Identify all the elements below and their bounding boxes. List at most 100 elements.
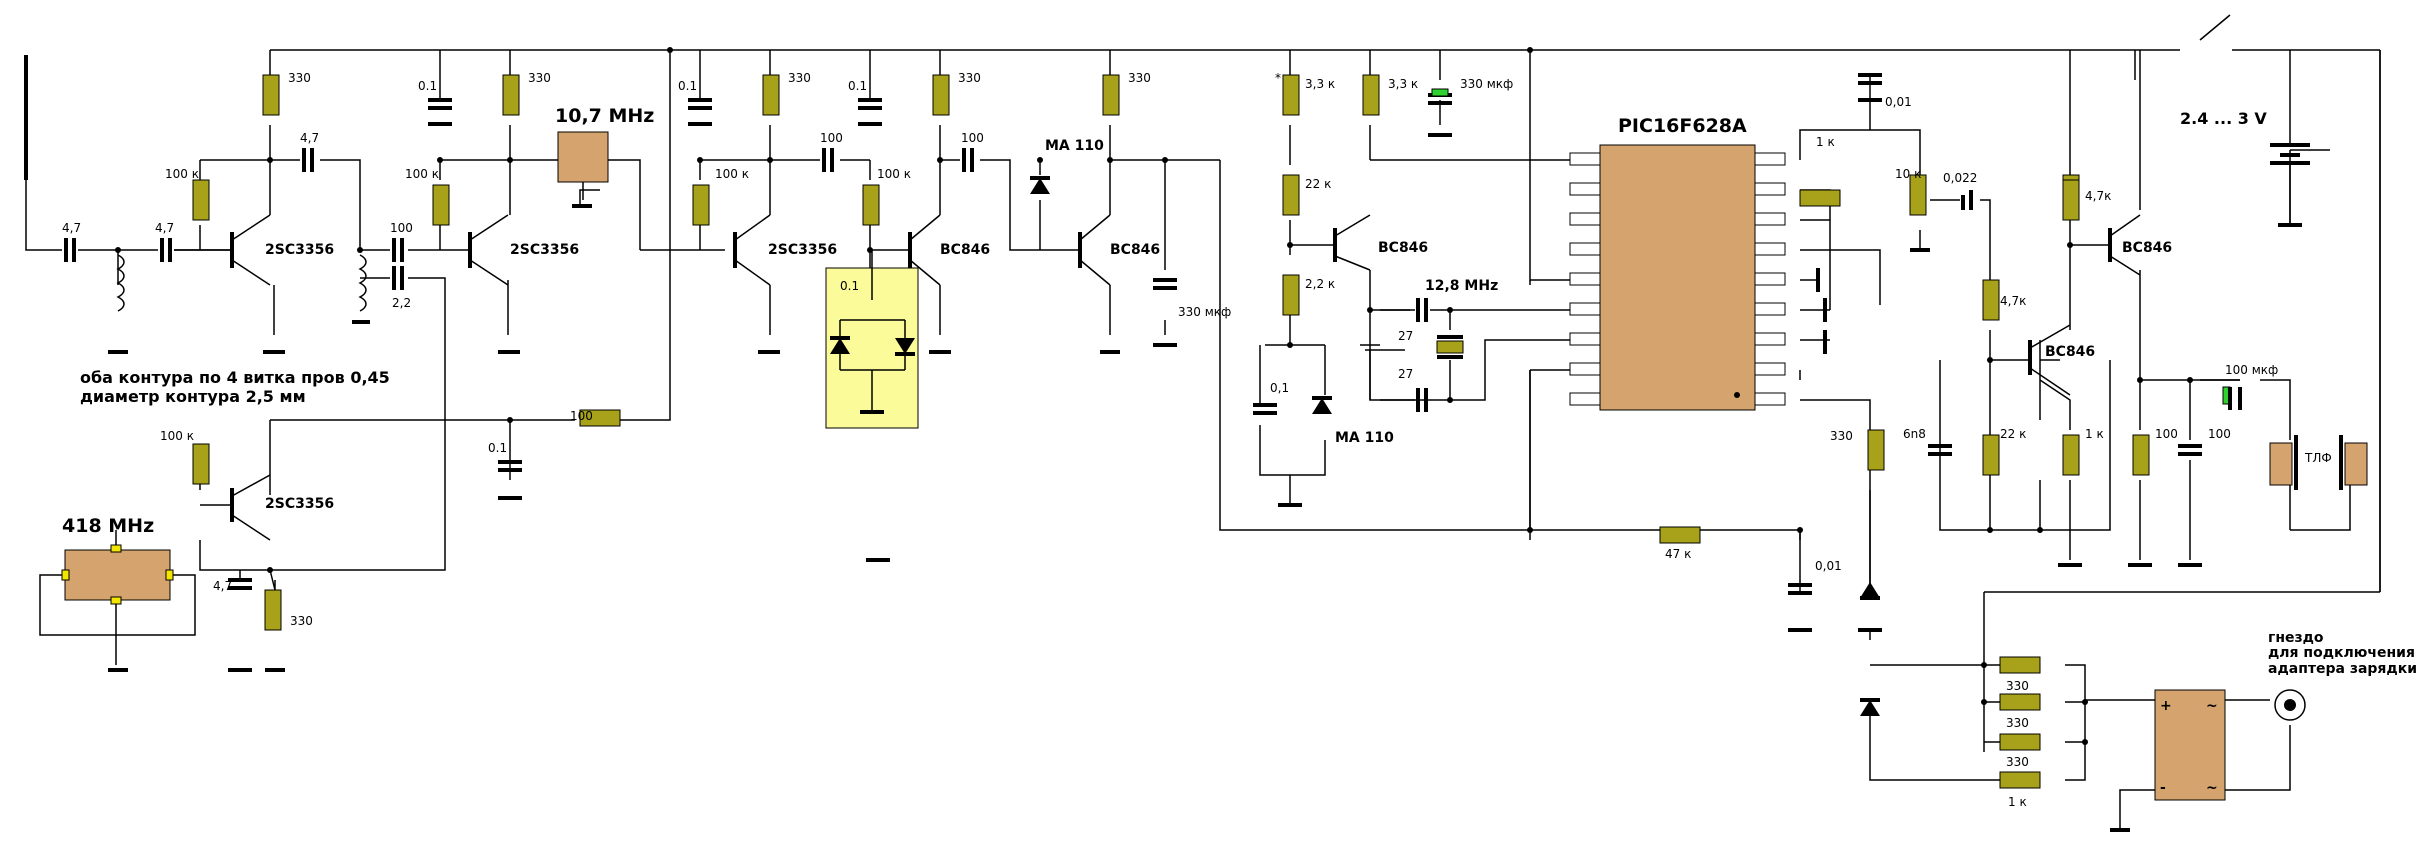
- res-label: 22 к: [2000, 427, 2026, 441]
- res-label: 330: [288, 71, 311, 85]
- cap-label: 27: [1398, 367, 1413, 381]
- microcontroller: [1569, 144, 1786, 411]
- inductors: [116, 254, 367, 312]
- cap-label: 100: [820, 131, 843, 145]
- cap-label: 2,2: [392, 296, 411, 310]
- cap-label: 4,7: [300, 131, 319, 145]
- battery-label: 2.4 ... 3 V: [2180, 109, 2267, 128]
- mixer-block: [825, 250, 919, 429]
- transistor-label: BC846: [1110, 242, 1160, 258]
- saw-label: 418 MHz: [62, 515, 154, 537]
- cap-label: 6n8: [1903, 427, 1926, 441]
- coil-note-line1: оба контура по 4 витка пров 0,45: [80, 368, 390, 387]
- grounds: [108, 98, 2302, 832]
- cap-label: 4,7: [155, 221, 174, 235]
- transistor-label: 2SC3356: [265, 496, 334, 512]
- resistors: [192, 74, 2150, 789]
- diodes: [1030, 176, 1880, 716]
- res-label: 100 к: [715, 167, 749, 181]
- q8-symbol: [2028, 324, 2071, 396]
- transistor-label: BC846: [1378, 240, 1428, 256]
- charge-socket: [2274, 689, 2306, 721]
- bridge-ac: ~: [2206, 780, 2218, 796]
- res-label: 100 к: [405, 167, 439, 181]
- res-label: 330: [2006, 716, 2029, 730]
- battery-symbol: [2270, 50, 2310, 225]
- res-label: 4,7к: [2000, 294, 2026, 308]
- socket-label-line2: для подключения: [2268, 645, 2415, 661]
- cap-label: 100: [2208, 427, 2231, 441]
- bridge-ac: ~: [2206, 698, 2218, 714]
- transistor-label: 2SC3356: [510, 242, 579, 258]
- headphone-symbol: [2269, 435, 2368, 490]
- res-label: 1 к: [2008, 795, 2027, 809]
- crystal-label: 12,8 MHz: [1425, 278, 1498, 294]
- cap-label: 0.1: [678, 79, 697, 93]
- res-label: 10 к: [1895, 167, 1921, 181]
- charger-bridge: [2154, 689, 2226, 801]
- saw-resonator-block: [39, 530, 196, 665]
- cap-label: 100: [961, 131, 984, 145]
- cap-label: 0.1: [848, 79, 867, 93]
- res-label: 3,3 к: [1305, 77, 1335, 91]
- cap-label: 0.1: [488, 441, 507, 455]
- cap-label: 330 мкф: [1460, 77, 1513, 91]
- cap-label: 0,1: [1270, 381, 1289, 395]
- if-filter-label: 10,7 MHz: [555, 105, 654, 127]
- res-label: 330: [290, 614, 313, 628]
- q6-symbol: [1078, 214, 1111, 286]
- diode-label: MA 110: [1335, 430, 1394, 446]
- cap-label: 100 мкф: [2225, 363, 2278, 377]
- res-label: 47 к: [1665, 547, 1691, 561]
- d2-symbol: [1312, 396, 1332, 414]
- transistor-label: 2SC3356: [768, 242, 837, 258]
- res-label: 330: [528, 71, 551, 85]
- res-label: 1 к: [2085, 427, 2104, 441]
- q7-symbol: [1333, 214, 1371, 271]
- led2-symbol: [1860, 698, 1880, 716]
- cap-label: 27: [1398, 329, 1413, 343]
- headphone-label: ТЛФ: [2304, 451, 2332, 465]
- res-label: 100: [2155, 427, 2178, 441]
- cap-label: 100: [390, 221, 413, 235]
- socket-label-line3: адаптера зарядки: [2268, 661, 2417, 677]
- res-label: 3,3 к: [1388, 77, 1418, 91]
- res-label: 330: [2006, 755, 2029, 769]
- d1-symbol: [1030, 176, 1050, 194]
- coil-note-line2: диаметр контура 2,5 мм: [80, 387, 306, 406]
- transistor-label: BC846: [2122, 240, 2172, 256]
- cap-label: 330 мкф: [1178, 305, 1231, 319]
- q4-symbol: [200, 474, 271, 541]
- res-label: 330: [1128, 71, 1151, 85]
- diode-label: MA 110: [1045, 138, 1104, 154]
- transistor-label: BC846: [2045, 344, 2095, 360]
- bridge-plus: +: [2160, 698, 2172, 714]
- res-label: 1 к: [1816, 135, 1835, 149]
- res-label: 330: [788, 71, 811, 85]
- q1-symbol: [174, 214, 271, 286]
- res-label: 100 к: [877, 167, 911, 181]
- res-label: 22 к: [1305, 177, 1331, 191]
- transistor-symbols: [174, 214, 2141, 541]
- socket-label-line1: гнездо: [2268, 630, 2324, 646]
- res-label: 330: [2006, 679, 2029, 693]
- transistor-label: BC846: [940, 242, 990, 258]
- res-label: 100: [570, 409, 593, 423]
- led1-symbol: [1860, 582, 1880, 600]
- junctions: [115, 47, 2193, 745]
- cap-label: 0.1: [840, 279, 859, 293]
- chip-label: PIC16F628A: [1618, 115, 1747, 137]
- res-label: 100 к: [160, 429, 194, 443]
- res-label: 330: [1830, 429, 1853, 443]
- cap-label: 0,01: [1815, 559, 1842, 573]
- res-label: 330: [958, 71, 981, 85]
- transistor-label: 2SC3356: [265, 242, 334, 258]
- bridge-minus: -: [2160, 780, 2166, 796]
- q2-symbol: [468, 214, 509, 286]
- cap-label: 0,022: [1943, 171, 1977, 185]
- cap-label: 4,7: [62, 221, 81, 235]
- res-label: 2,2 к: [1305, 277, 1335, 291]
- q9-symbol: [2108, 214, 2141, 276]
- if-filter-block: [557, 131, 609, 200]
